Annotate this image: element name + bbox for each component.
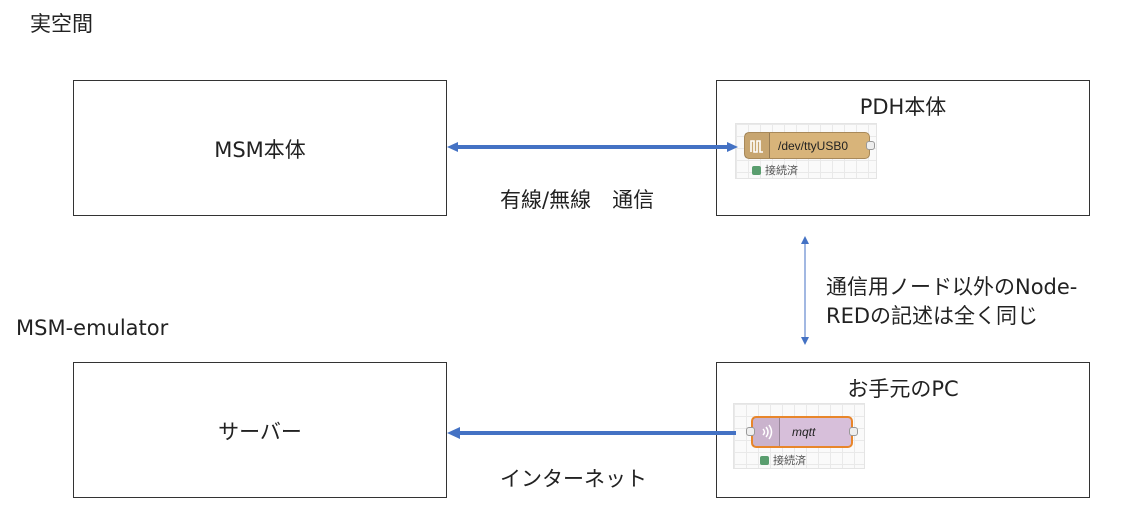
mqtt-wireless-icon [753,418,780,446]
status-connected-icon [760,455,769,465]
serial-output-port[interactable] [866,141,875,150]
serial-status-text: 接続済 [765,164,798,177]
wired-arrow-head-right [727,142,738,152]
mqtt-node-status: 接続済 [760,452,806,468]
real-space-label: 実空間 [30,12,93,36]
mqtt-output-port[interactable] [849,427,858,436]
equivalence-arrow-head-top [801,236,809,244]
serial-node-canvas: /dev/ttyUSB0 接続済 [735,123,877,179]
serial-node-status: 接続済 [752,162,798,178]
mqtt-node[interactable]: mqtt [746,416,858,448]
serial-node-label: /dev/ttyUSB0 [778,138,849,153]
mqtt-node-canvas: mqtt 接続済 [733,403,865,469]
server-box: サーバー [73,362,447,498]
serial-node[interactable]: /dev/ttyUSB0 [744,132,875,159]
equivalence-arrow-head-bottom [801,337,809,345]
local-pc-title: お手元のPC [847,377,959,401]
pdh-body-title: PDH本体 [859,95,947,119]
mqtt-input-port[interactable] [746,427,755,436]
server-title: サーバー [218,420,302,444]
mqtt-node-label: mqtt [792,425,816,439]
msm-emulator-label: MSM-emulator [16,316,169,340]
note-line-1: 通信用ノード以外のNode- [826,275,1078,299]
note-line-2: REDの記述は全く同じ [826,304,1039,328]
serial-port-icon [745,133,770,158]
internet-label: インターネット [500,467,647,491]
msm-body-title: MSM本体 [214,138,306,162]
mqtt-status-text: 接続済 [773,454,806,467]
wired-wireless-label: 有線/無線 通信 [500,188,655,212]
internet-arrow-head [447,427,460,439]
status-connected-icon [752,165,761,175]
msm-body-box: MSM本体 [73,80,447,216]
wired-arrow-head-left [447,142,458,152]
